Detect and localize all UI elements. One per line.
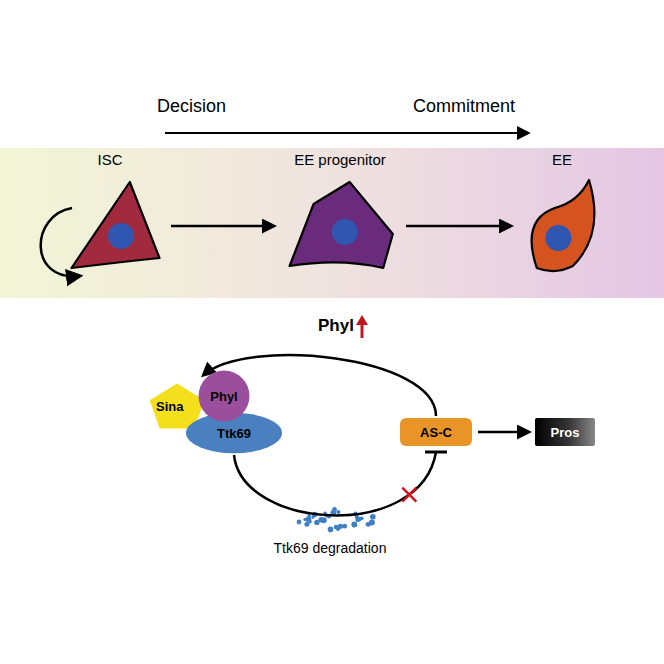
degradation-dot	[297, 520, 302, 525]
increase-arrowhead	[356, 315, 368, 325]
degradation-dot	[351, 522, 357, 528]
degradation-dot	[336, 510, 340, 514]
cell-label: ISC	[97, 150, 122, 170]
progenitor-cell: EE progenitor	[280, 150, 400, 278]
cross-stroke	[402, 488, 416, 502]
arrow-connector	[171, 225, 274, 228]
degradation-dot	[328, 527, 334, 533]
inhibition-bar	[425, 451, 447, 454]
degradation-dot	[308, 519, 312, 523]
cell-outline	[55, 176, 165, 276]
cell-nucleus	[332, 219, 358, 245]
cell-nucleus	[108, 223, 134, 249]
degradation-dot	[357, 517, 362, 522]
cell-body	[290, 182, 393, 268]
cell-nucleus	[545, 225, 571, 251]
degradation-dot	[342, 524, 347, 529]
stage-band	[0, 148, 664, 298]
degradation-label: Ttk69 degradation	[274, 540, 387, 556]
cell-outline	[517, 176, 607, 276]
cross-stroke	[402, 488, 416, 502]
degradation-dot	[367, 523, 371, 527]
gene-complex-box: AS-C	[400, 418, 472, 446]
node-label: Ttk69	[217, 426, 251, 441]
gene-box: Pros	[535, 418, 595, 446]
cell-label: EE progenitor	[294, 150, 386, 170]
circle-shape	[199, 371, 250, 422]
node-label: AS-C	[420, 425, 452, 440]
degradation-dots	[297, 507, 376, 532]
node-label: Phyl	[210, 389, 237, 404]
degradation-dot	[370, 514, 376, 520]
blocked-cross	[402, 488, 416, 502]
node-label: Pros	[551, 425, 580, 440]
cell-label: EE	[552, 150, 572, 170]
arrow-connector	[406, 225, 511, 228]
degradation-dot	[338, 524, 343, 529]
node-label: Sina	[156, 399, 183, 414]
inhibition-connector	[234, 452, 436, 515]
stem-cell: ISC	[55, 150, 165, 278]
arrow-connector	[478, 431, 529, 434]
degradation-dot	[318, 517, 323, 522]
phase-label: Commitment	[413, 96, 515, 117]
cell-body	[532, 180, 595, 271]
cell-body	[72, 182, 160, 268]
protein-level-label: Phyl	[318, 316, 354, 336]
phase-label: Decision	[157, 96, 226, 117]
timeline-arrow	[165, 132, 528, 134]
protein-circle: Phyl	[198, 370, 250, 422]
cell-outline	[280, 176, 400, 276]
enteroendocrine-cell: EE	[517, 150, 607, 278]
